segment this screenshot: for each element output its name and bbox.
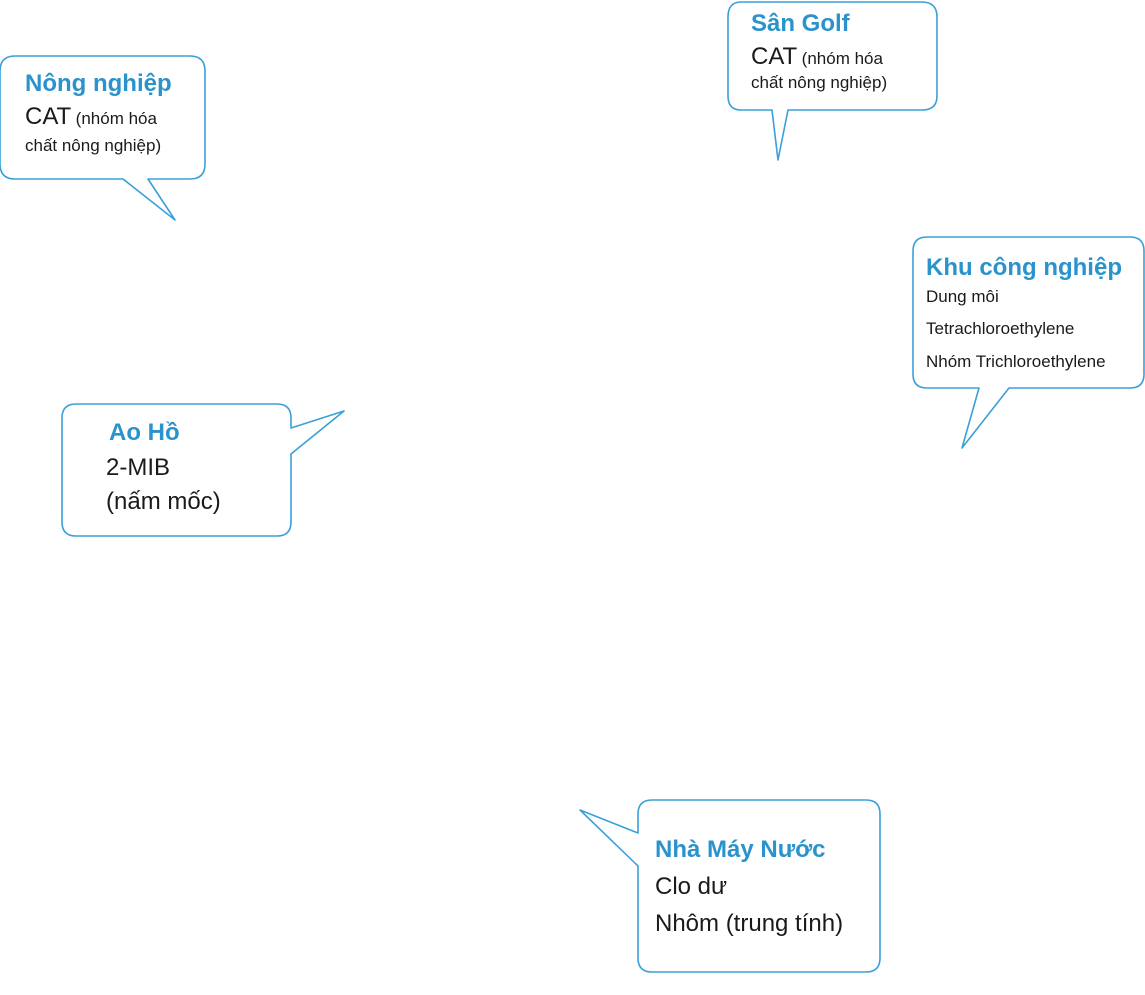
bubble-nong-nghiep (0, 55, 206, 221)
bubble-khu-cong-nghiep-title: Khu công nghiệp (926, 254, 1122, 281)
bubble-nha-may-nuoc (579, 799, 881, 973)
bubble-nong-nghiep-title: Nông nghiệp (25, 70, 172, 97)
bubble-ao-ho (61, 403, 345, 537)
bubble-san-golf-main: CAT (751, 43, 798, 70)
bubble-khu-cong-nghiep-line-1: Dung môi (926, 287, 999, 306)
bubble-khu-cong-nghiep-line-3: Nhóm Trichloroethylene (926, 352, 1106, 371)
bubble-khu-cong-nghiep (912, 236, 1145, 449)
bubble-nong-nghiep-note-2: chất nông nghiệp) (25, 136, 162, 155)
bubble-nong-nghiep-note-1: (nhóm hóa (75, 109, 157, 128)
bubble-san-golf-note-2: chất nông nghiệp) (751, 73, 888, 92)
bubble-nha-may-nuoc-title: Nhà Máy Nước (655, 836, 826, 863)
bubble-nha-may-nuoc-line-2: Nhôm (trung tính) (655, 910, 844, 937)
bubble-nha-may-nuoc-line-1: Clo dư (655, 873, 728, 900)
bubble-khu-cong-nghiep-line-2: Tetrachloroethylene (926, 319, 1075, 338)
bubble-ao-ho-title: Ao Hồ (109, 419, 180, 446)
bubble-san-golf-note-1: (nhóm hóa (801, 49, 883, 68)
bubble-ao-ho-line-1: 2-MIB (106, 454, 171, 481)
bubble-nong-nghiep-main: CAT (25, 103, 72, 130)
bubble-nong-nghiep-body: CAT (nhóm hóa (25, 101, 157, 133)
bubble-san-golf (727, 1, 938, 161)
bubble-san-golf-title: Sân Golf (751, 10, 850, 37)
bubble-ao-ho-line-2: (nấm mốc) (106, 488, 221, 515)
bubble-san-golf-body: CAT (nhóm hóa (751, 41, 883, 73)
